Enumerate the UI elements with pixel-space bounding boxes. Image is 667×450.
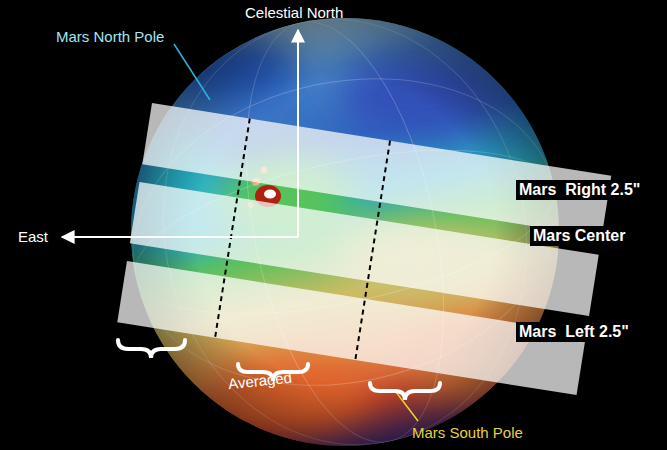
direction-label: Celestial North <box>245 4 343 21</box>
direction-label: East <box>18 228 48 245</box>
slit-bands <box>117 103 611 395</box>
slit-label: Mars Right 2.5" <box>516 180 643 200</box>
slit-label: Mars Left 2.5" <box>516 322 632 342</box>
brackets <box>118 340 440 400</box>
dashed-line <box>215 118 250 337</box>
pole-label: Mars North Pole <box>56 28 164 45</box>
slit-label: Mars Center <box>530 226 628 246</box>
dashed-line <box>355 141 390 360</box>
north-arrow <box>297 30 299 237</box>
pole-label: Mars South Pole <box>412 424 523 441</box>
bracket <box>118 340 185 358</box>
leader-line <box>174 44 210 100</box>
east-arrow <box>62 236 298 238</box>
bracket <box>370 383 440 400</box>
